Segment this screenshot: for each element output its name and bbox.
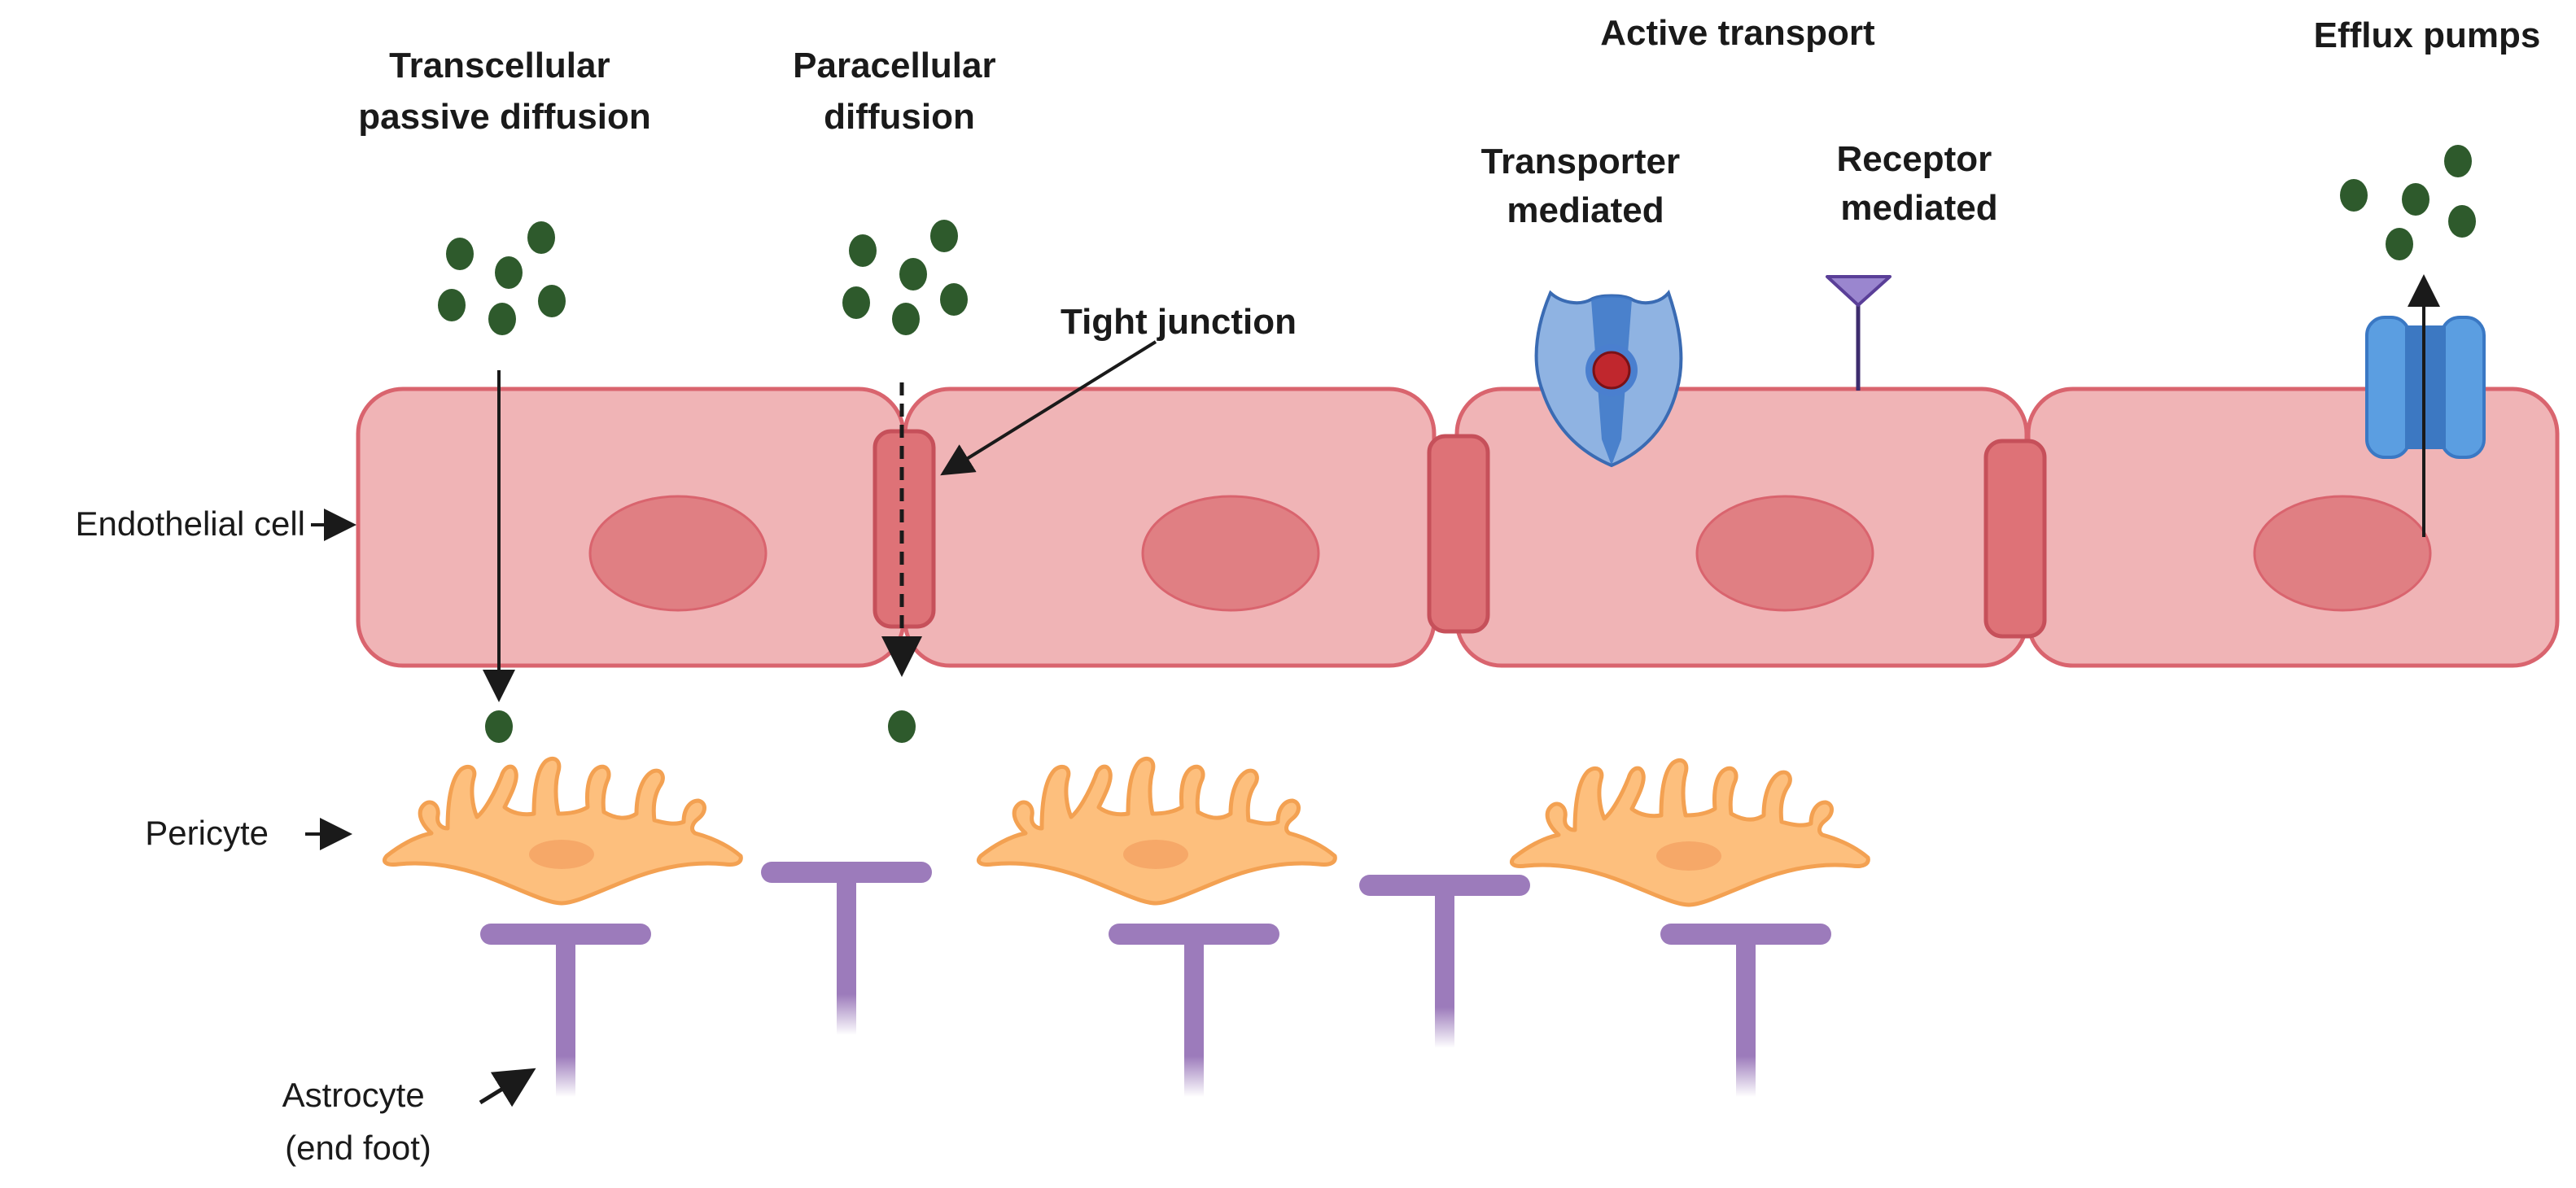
svg-text:Transcellular passive diff: Transcellular passive diffusion [358,46,650,137]
heading-transporter-mediated: Transporter [1481,142,1681,181]
heading-receptor-mediated: Receptor [1837,139,1992,179]
nucleus [2253,495,2432,612]
svg-text:Receptor mediated: Receptor mediated [1837,139,2002,228]
heading-efflux-pumps: Efflux pumps [2314,15,2541,55]
svg-text:Paracellular diffusion: Paracellular diffusion [793,46,1006,137]
heading-receptor-mediated: mediated [1840,188,1997,228]
efflux-molecules [2340,145,2476,260]
nucleus [1695,495,1874,612]
cargo-molecule [1592,351,1631,390]
molecule [899,258,927,290]
molecule [940,283,968,316]
heading-transporter-mediated: mediated [1507,190,1664,230]
svg-text:Transporter mediated: Transporter mediated [1481,142,1690,230]
nucleus [588,495,768,612]
pericyte [1511,760,1868,905]
pericyte [384,758,741,903]
astrocyte-end-foot [1109,924,1279,1097]
molecule [888,710,916,743]
molecule [849,234,877,267]
tight-junction [1983,439,2047,639]
endothelial-cell-label: Endothelial cell [75,504,305,543]
astrocyte-end-foot [1359,875,1530,1048]
molecule [446,238,474,270]
nucleus [1141,495,1320,612]
astrocyte-label: (end foot) [285,1129,431,1167]
molecule [2340,179,2368,212]
heading-transcellular: passive diffusion [358,97,650,137]
astrocyte-pointer [479,1068,536,1107]
molecule [438,289,466,321]
molecule [2402,183,2429,216]
astrocyte-end-foot [761,862,932,1035]
astrocyte-end-foot [480,924,651,1097]
heading-paracellular: Paracellular [793,46,996,85]
transcellular-molecules [438,221,566,743]
molecule [527,221,555,254]
molecule [2444,145,2472,177]
paracellular-molecules [842,220,968,743]
molecule [930,220,958,252]
receptor-icon [1826,275,1892,391]
endothelial-layer [356,387,2560,668]
heading-active-transport: Active transport [1600,13,1875,53]
molecule [2448,205,2476,238]
tight-junction [873,429,936,629]
transporter-protein-icon [1534,289,1683,468]
tight-junction-label: Tight junction [1061,302,1297,342]
astrocyte-label: Astrocyte [282,1076,425,1114]
pericyte-label: Pericyte [145,814,269,852]
molecule [538,285,566,317]
molecule [892,303,920,335]
pericyte [978,758,1335,903]
tight-junction-pointer [940,340,1157,476]
molecule [485,710,513,743]
molecule [488,303,516,335]
molecule [842,286,870,319]
astrocyte-end-foot [1660,924,1831,1097]
heading-paracellular: diffusion [824,97,975,137]
heading-transcellular: Transcellular [389,46,610,85]
molecule [495,256,523,289]
molecule [2386,228,2413,260]
tight-junction [1427,434,1490,634]
svg-text:Astrocyte (end foot): Astrocyte (end foot) [282,1076,435,1167]
